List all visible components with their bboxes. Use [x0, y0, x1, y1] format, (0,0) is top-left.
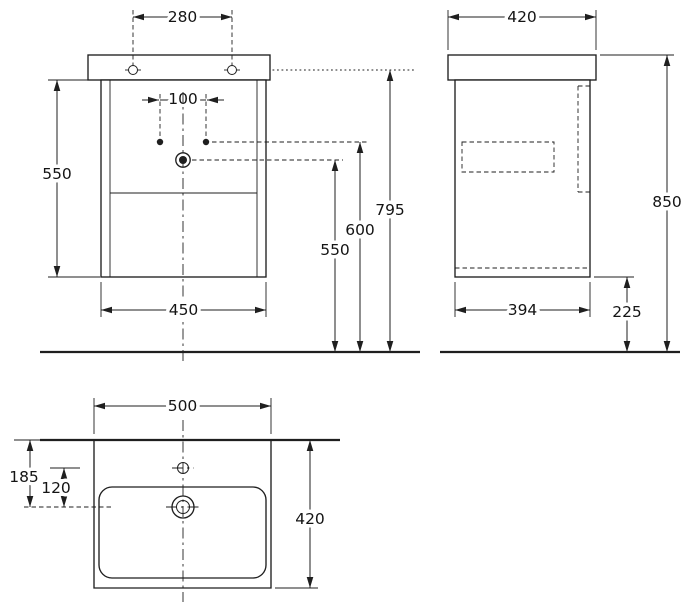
dim-label-420-plan: 420 — [295, 510, 325, 528]
dim-underside-clearance: 225 — [594, 276, 645, 352]
dim-basin-depth: 420 — [275, 440, 328, 589]
plan-view: 500 185 120 — [6, 394, 340, 602]
faucet-hole-right-icon — [202, 138, 210, 146]
dim-overall-height: 850 — [600, 54, 685, 352]
dim-drain-height: 550 — [317, 160, 353, 352]
dim-label-500: 500 — [168, 397, 198, 415]
mounting-hole-right-icon — [227, 65, 237, 75]
dim-mounting-holes-spacing: 280 — [132, 5, 233, 66]
dim-deck-to-drain: 120 — [38, 467, 80, 507]
dim-label-850: 850 — [652, 193, 682, 211]
dim-countertop-holes-height: 795 — [372, 70, 408, 352]
cabinet-side — [454, 79, 591, 278]
countertop-side — [447, 54, 597, 81]
faucet-hole-left-icon — [156, 138, 164, 146]
dim-label-550-right: 550 — [320, 241, 350, 259]
cabinet-front — [100, 79, 267, 278]
dim-label-185: 185 — [9, 468, 39, 486]
dim-label-550-left: 550 — [42, 165, 72, 183]
dim-faucet-height: 600 — [342, 142, 378, 352]
dim-basin-width: 500 — [93, 394, 272, 434]
dim-label-280: 280 — [168, 8, 198, 26]
dim-cabinet-depth: 394 — [454, 282, 591, 323]
front-view: 280 100 550 — [39, 5, 420, 362]
dim-label-795: 795 — [375, 201, 405, 219]
dim-label-394: 394 — [508, 301, 538, 319]
basin-outline — [98, 486, 267, 579]
dim-label-600: 600 — [345, 221, 375, 239]
side-view: 420 394 225 850 — [440, 5, 685, 354]
countertop-front — [87, 54, 271, 81]
dim-countertop-depth: 420 — [447, 5, 597, 50]
countertop-plan-outline — [93, 440, 272, 589]
drawer-hidden-outline — [461, 141, 555, 173]
dim-label-450: 450 — [169, 301, 199, 319]
dim-cabinet-width: 450 — [100, 282, 267, 323]
dim-label-120: 120 — [41, 479, 71, 497]
dim-wall-to-drain: 185 — [6, 439, 44, 507]
dim-label-225: 225 — [612, 303, 642, 321]
dim-cabinet-height: 550 — [39, 79, 100, 278]
dim-label-420-side: 420 — [507, 8, 537, 26]
mounting-hole-left-icon — [128, 65, 138, 75]
